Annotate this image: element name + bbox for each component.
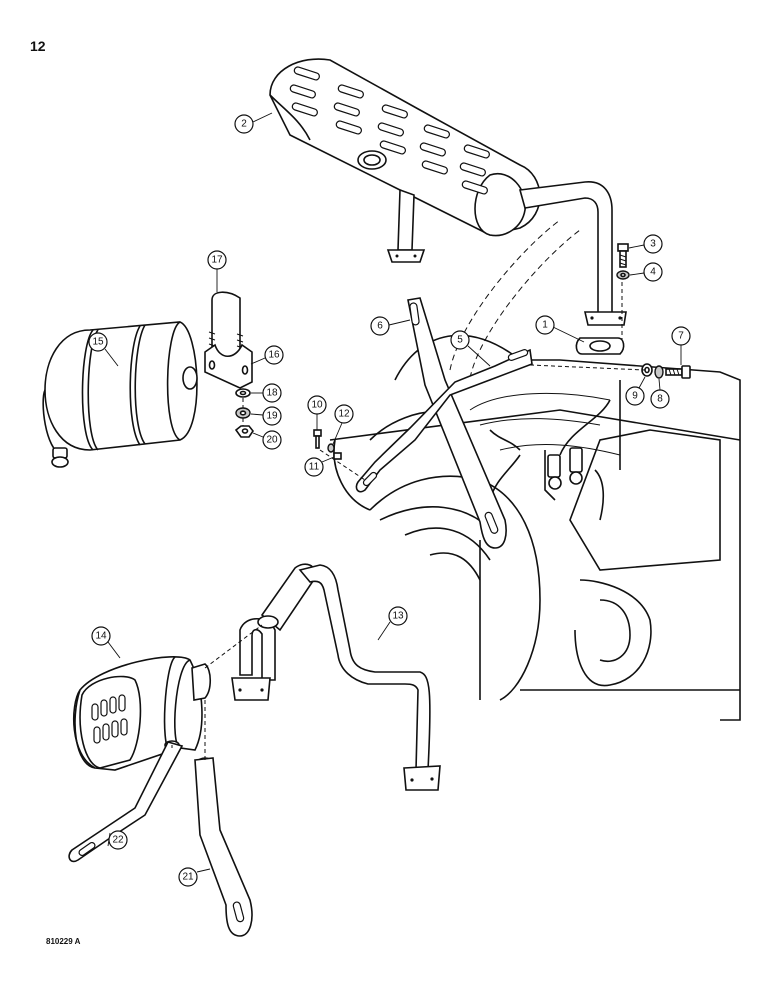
figure-code: 810229 A — [46, 937, 81, 946]
svg-text:15: 15 — [92, 337, 104, 348]
page-number: 12 — [30, 38, 46, 54]
bolt-10 — [313, 429, 322, 449]
callout-1: 1 — [535, 315, 585, 343]
heat-shield-slots — [289, 66, 490, 195]
svg-text:2: 2 — [241, 119, 247, 130]
svg-text:10: 10 — [311, 400, 323, 411]
callout-5: 5 — [450, 330, 491, 367]
support-brace-5 — [355, 348, 533, 493]
svg-text:1: 1 — [542, 320, 548, 331]
svg-text:8: 8 — [657, 394, 663, 405]
svg-text:19: 19 — [266, 411, 278, 422]
svg-text:18: 18 — [266, 388, 278, 399]
callout-19: 19 — [250, 406, 282, 426]
callout-15: 15 — [88, 332, 119, 367]
washer-18 — [235, 388, 251, 398]
callout-18: 18 — [251, 383, 282, 403]
callout-11: 11 — [304, 456, 335, 477]
callout-7: 7 — [671, 326, 691, 365]
callout-20: 20 — [252, 430, 282, 450]
callouts: 1 2 3 4 5 — [88, 112, 691, 887]
exhaust-pipe-13 — [231, 563, 441, 791]
callout-13: 13 — [377, 606, 408, 641]
washer-8 — [654, 365, 664, 379]
svg-text:22: 22 — [112, 835, 124, 846]
callout-8: 8 — [650, 378, 670, 409]
svg-text:21: 21 — [182, 872, 194, 883]
svg-text:7: 7 — [678, 331, 684, 342]
svg-text:17: 17 — [211, 255, 223, 266]
svg-text:20: 20 — [266, 435, 278, 446]
cap-screw-3 — [617, 243, 629, 268]
svg-text:12: 12 — [338, 409, 350, 420]
lock-washer-19 — [235, 407, 251, 419]
washer-12 — [327, 443, 335, 453]
svg-text:11: 11 — [309, 462, 320, 473]
clamp-saddle-16 — [204, 343, 253, 389]
support-brace-21 — [194, 757, 253, 937]
assembly-lines — [171, 282, 646, 760]
svg-text:14: 14 — [95, 631, 107, 642]
svg-text:13: 13 — [392, 611, 404, 622]
svg-text:9: 9 — [632, 391, 638, 402]
muffler-15 — [42, 321, 198, 468]
svg-text:5: 5 — [457, 335, 463, 346]
lock-washer-4 — [616, 270, 630, 280]
callout-6: 6 — [370, 316, 411, 336]
callout-21: 21 — [178, 867, 211, 887]
nut-20 — [234, 425, 254, 438]
muffler-heat-shield — [269, 58, 627, 326]
callout-3: 3 — [628, 234, 663, 254]
muffler-14-slots — [91, 694, 128, 744]
bolt-7 — [665, 365, 691, 379]
support-brace-6 — [407, 297, 507, 549]
nut-11 — [333, 452, 342, 460]
svg-text:4: 4 — [650, 267, 656, 278]
muffler-14 — [72, 656, 213, 771]
engine-block — [329, 219, 741, 721]
u-bolt-17 — [208, 291, 244, 350]
svg-text:16: 16 — [268, 350, 280, 361]
callout-22: 22 — [107, 830, 128, 850]
svg-text:6: 6 — [377, 321, 383, 332]
callout-14: 14 — [91, 626, 121, 659]
callout-17: 17 — [207, 250, 227, 292]
svg-text:3: 3 — [650, 239, 656, 250]
exhaust-gasket — [575, 337, 625, 355]
callout-12: 12 — [332, 404, 354, 445]
callout-16: 16 — [250, 345, 284, 365]
callout-2: 2 — [234, 112, 273, 134]
callout-9: 9 — [625, 376, 646, 406]
callout-4: 4 — [629, 262, 663, 282]
callout-10: 10 — [307, 395, 327, 430]
